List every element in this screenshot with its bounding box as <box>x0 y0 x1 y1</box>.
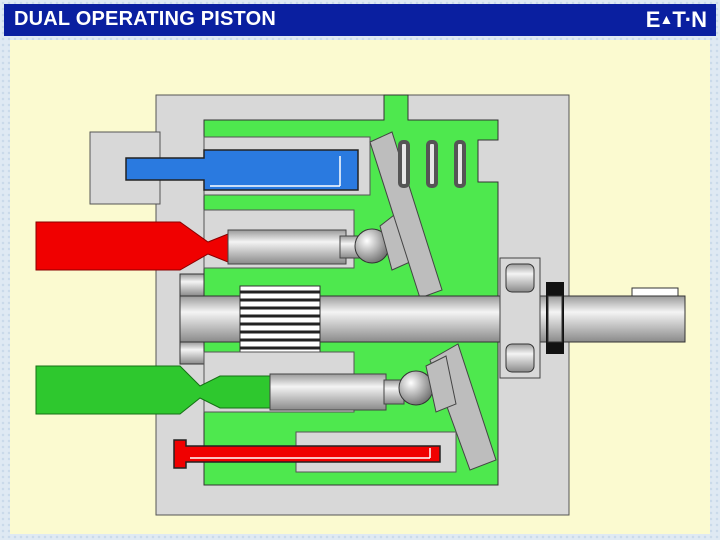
rear-bearing-bottom <box>179 341 205 365</box>
bias-piston-red <box>173 439 441 469</box>
shaft-spline <box>239 285 321 353</box>
lower-slipper <box>425 355 457 413</box>
shaft-key <box>631 287 679 297</box>
lower-piston <box>269 373 387 411</box>
control-piston-blue <box>125 149 359 191</box>
rear-bearing-top <box>179 273 205 297</box>
page-title: DUAL OPERATING PISTON <box>14 8 277 30</box>
title-bar: DUAL OPERATING PISTON E▲T·N <box>4 4 716 36</box>
eaton-logo: E▲T·N <box>645 7 707 32</box>
bias-springs <box>398 140 466 188</box>
upper-piston <box>227 229 347 265</box>
swashplate <box>369 131 443 299</box>
